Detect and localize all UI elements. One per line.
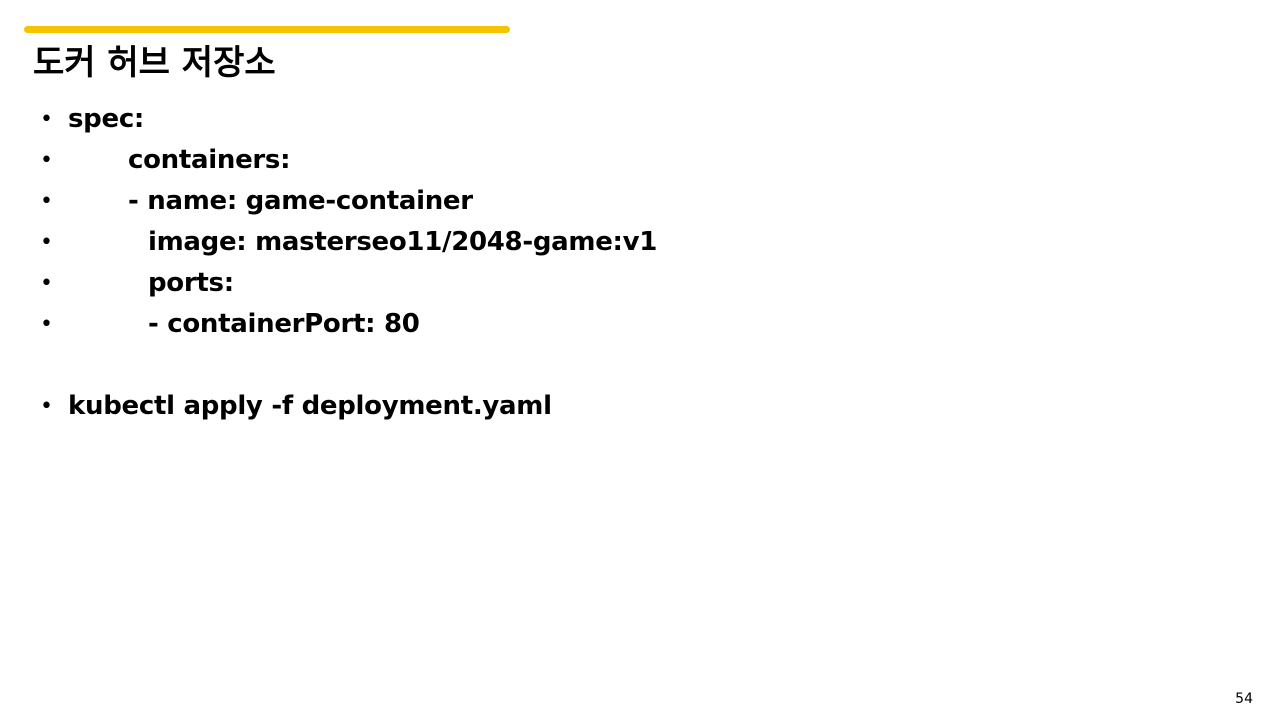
- page-number: 54: [1235, 691, 1253, 707]
- bullet-dot-icon: •: [40, 394, 53, 419]
- title-accent-bar: [24, 26, 510, 33]
- bullet-dot-icon: •: [40, 107, 53, 132]
- bullet-text: - containerPort: 80: [148, 309, 420, 339]
- bullet-text: kubectl apply -f deployment.yaml: [68, 391, 552, 421]
- slide-title: 도커 허브 저장소: [33, 43, 276, 83]
- bullet-dot-icon: •: [40, 271, 53, 296]
- bullet-text: spec:: [68, 104, 145, 134]
- bullet-text: ports:: [148, 268, 234, 298]
- bullet-text: - name: game-container: [128, 186, 473, 216]
- bullet-dot-icon: •: [40, 189, 53, 214]
- bullet-dot-icon: •: [40, 230, 53, 255]
- bullet-dot-icon: •: [40, 312, 53, 337]
- bullet-text: image: masterseo11/2048-game:v1: [148, 227, 658, 257]
- bullet-text: containers:: [128, 145, 291, 175]
- bullet-dot-icon: •: [40, 148, 53, 173]
